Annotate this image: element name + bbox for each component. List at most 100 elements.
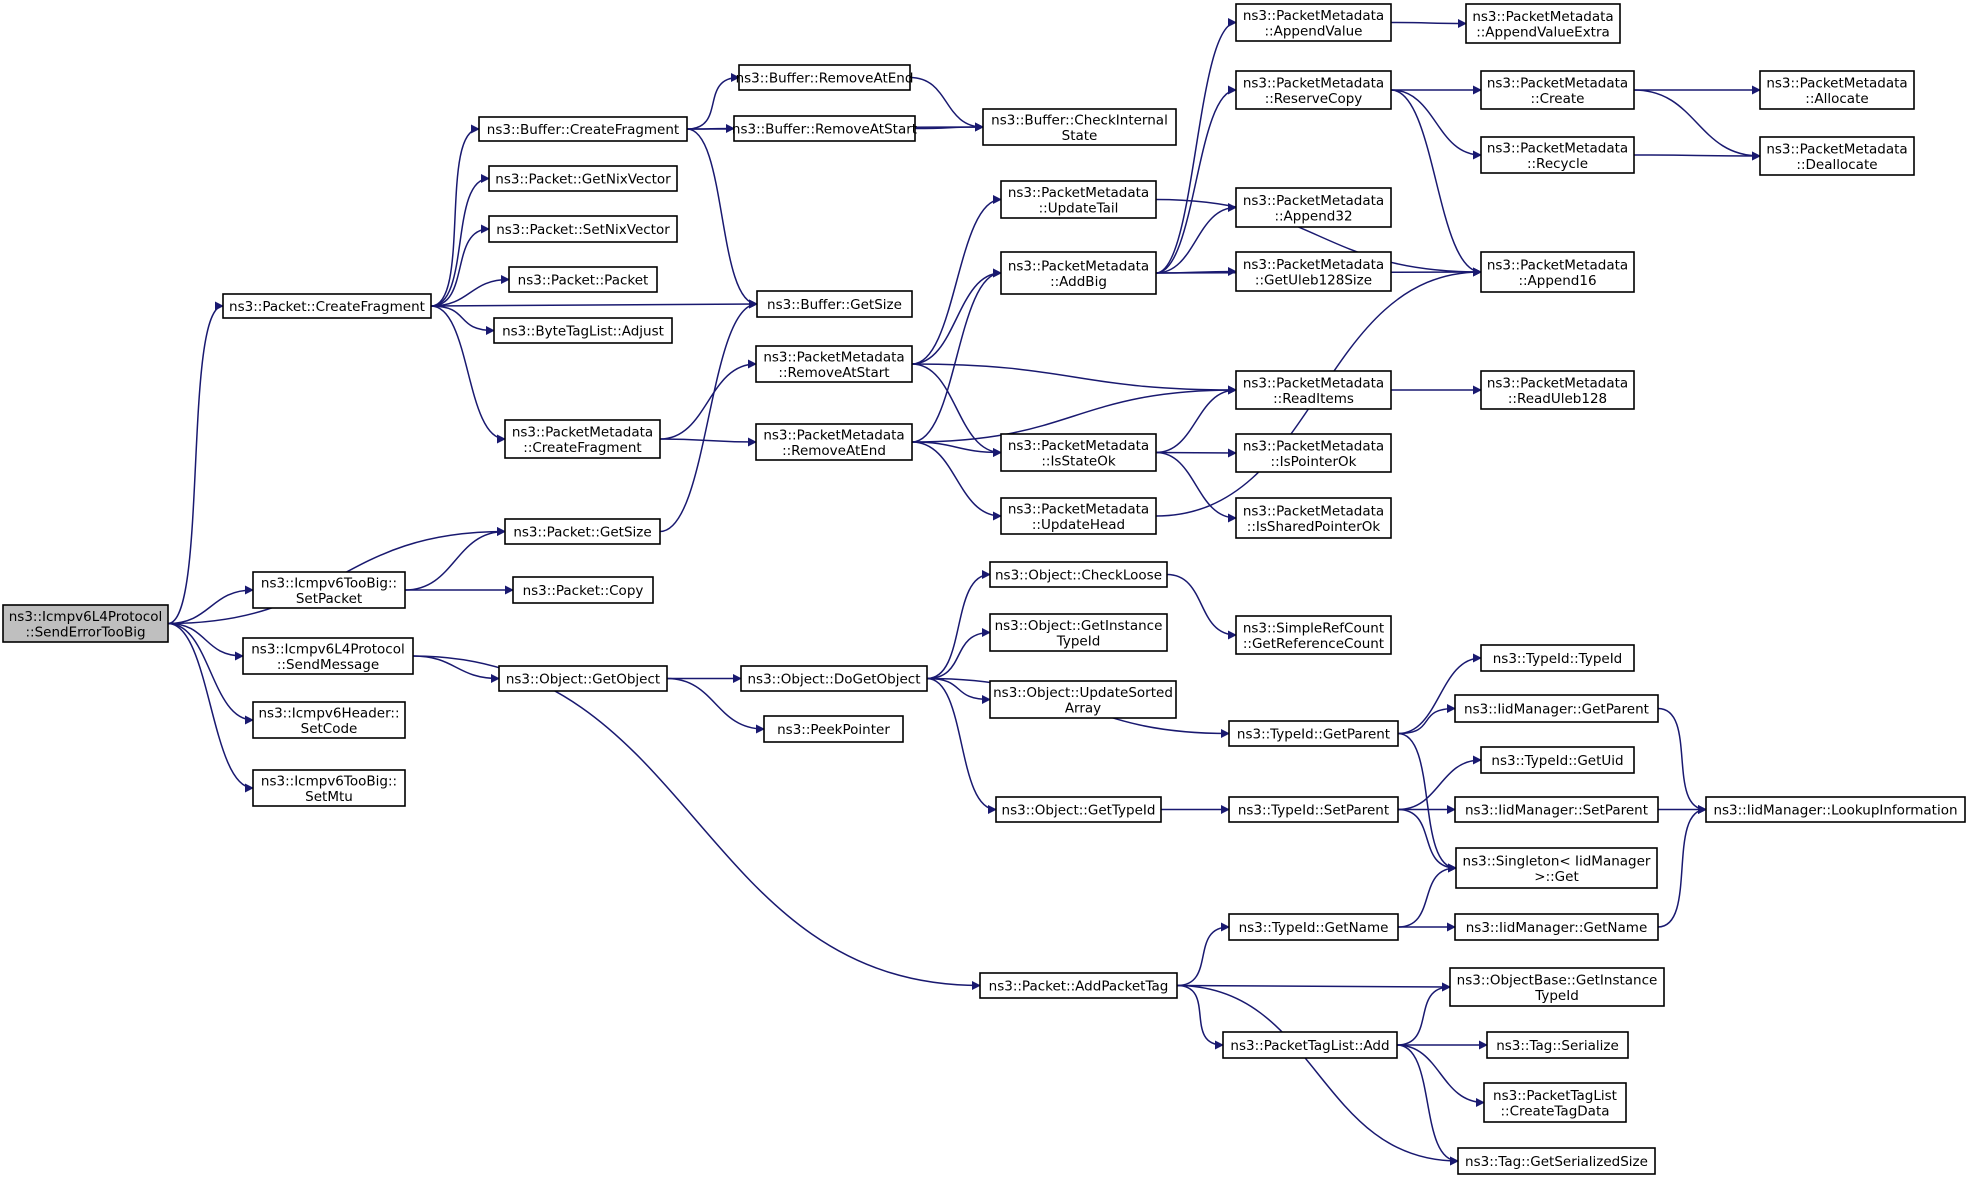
node-buf_createfrag[interactable]: ns3::Buffer::CreateFragment (478, 116, 688, 142)
node-box[interactable] (252, 571, 406, 609)
node-box[interactable] (1480, 70, 1635, 110)
node-box[interactable] (493, 317, 673, 344)
node-box[interactable] (1483, 1082, 1627, 1123)
node-iid_getparent[interactable]: ns3::IidManager::GetParent (1454, 694, 1659, 723)
node-box[interactable] (995, 796, 1162, 823)
node-box[interactable] (504, 419, 661, 459)
node-box[interactable] (1235, 3, 1392, 42)
node-obj_dogetobject[interactable]: ns3::Object::DoGetObject (740, 665, 928, 692)
node-box[interactable] (498, 665, 668, 692)
node-buf_removeatstart[interactable]: ns3::Buffer::RemoveAtStart (732, 115, 917, 142)
node-box[interactable] (989, 613, 1168, 652)
node-pm_issharedpointerok[interactable]: ns3::PacketMetadata::IsSharedPointerOk (1235, 497, 1392, 539)
node-box[interactable] (1759, 70, 1915, 110)
node-pkt_getsize[interactable]: ns3::Packet::GetSize (504, 518, 661, 545)
node-iid_lookupinfo[interactable]: ns3::IidManager::LookupInformation (1705, 796, 1966, 823)
node-pm_readitems[interactable]: ns3::PacketMetadata::ReadItems (1235, 370, 1392, 410)
node-box[interactable] (1457, 1147, 1656, 1175)
node-box[interactable] (740, 665, 928, 692)
node-ptl_createtagdata[interactable]: ns3::PacketTagList::CreateTagData (1483, 1082, 1627, 1123)
node-pkt_packet[interactable]: ns3::Packet::Packet (508, 266, 658, 293)
node-pm_recycle[interactable]: ns3::PacketMetadata::Recycle (1480, 136, 1635, 174)
node-box[interactable] (1759, 136, 1915, 176)
node-buf_removeatend[interactable]: ns3::Buffer::RemoveAtEnd (736, 64, 914, 91)
node-pkt_addpackettag[interactable]: ns3::Packet::AddPacketTag (979, 972, 1178, 999)
node-box[interactable] (1454, 796, 1659, 823)
node-box[interactable] (252, 701, 406, 739)
node-pm_readuleb128[interactable]: ns3::PacketMetadata::ReadUleb128 (1480, 370, 1635, 410)
node-src_getrefcount[interactable]: ns3::SimpleRefCount::GetReferenceCount (1235, 615, 1392, 655)
node-pm_isstateok[interactable]: ns3::PacketMetadata::IsStateOk (1000, 433, 1157, 472)
node-box[interactable] (989, 561, 1168, 588)
node-pm_updatehead[interactable]: ns3::PacketMetadata::UpdateHead (1000, 497, 1157, 535)
node-pm_ispointerok[interactable]: ns3::PacketMetadata::IsPointerOk (1235, 433, 1392, 473)
node-box[interactable] (504, 518, 661, 545)
node-box[interactable] (1222, 1031, 1398, 1059)
node-btl_adjust[interactable]: ns3::ByteTagList::Adjust (493, 317, 673, 344)
node-pm_appendvalue[interactable]: ns3::PacketMetadata::AppendValue (1235, 3, 1392, 42)
node-root[interactable]: ns3::Icmpv6L4Protocol::SendErrorTooBig (2, 604, 169, 643)
node-pm_removeatstart[interactable]: ns3::PacketMetadata::RemoveAtStart (755, 345, 913, 383)
node-box[interactable] (1449, 967, 1665, 1007)
node-box[interactable] (1228, 913, 1399, 941)
node-box[interactable] (1480, 644, 1635, 672)
node-box[interactable] (1455, 847, 1658, 889)
node-box[interactable] (1000, 497, 1157, 535)
node-hdr_setcode[interactable]: ns3::Icmpv6Header::SetCode (252, 701, 406, 739)
node-box[interactable] (512, 576, 654, 604)
node-box[interactable] (1235, 433, 1392, 473)
node-pm_addbig[interactable]: ns3::PacketMetadata::AddBig (1000, 251, 1157, 295)
node-pm_append16[interactable]: ns3::PacketMetadata::Append16 (1480, 251, 1635, 293)
node-box[interactable] (478, 116, 688, 142)
node-pm_create[interactable]: ns3::PacketMetadata::Create (1480, 70, 1635, 110)
node-pm_deallocate[interactable]: ns3::PacketMetadata::Deallocate (1759, 136, 1915, 176)
node-box[interactable] (979, 972, 1178, 999)
node-tid_setparent[interactable]: ns3::TypeId::SetParent (1228, 796, 1399, 823)
node-ptl_add[interactable]: ns3::PacketTagList::Add (1222, 1031, 1398, 1059)
node-box[interactable] (1235, 497, 1392, 539)
node-tid_getparent[interactable]: ns3::TypeId::GetParent (1228, 720, 1399, 747)
node-box[interactable] (982, 108, 1177, 146)
node-box[interactable] (733, 115, 916, 142)
node-box[interactable] (488, 215, 678, 243)
node-pm_createfrag[interactable]: ns3::PacketMetadata::CreateFragment (504, 419, 661, 459)
node-box[interactable] (1454, 694, 1659, 723)
node-toobig_setpacket[interactable]: ns3::Icmpv6TooBig::SetPacket (252, 571, 406, 609)
node-box[interactable] (1480, 136, 1635, 174)
node-pm_append32[interactable]: ns3::PacketMetadata::Append32 (1235, 187, 1392, 228)
node-pm_removeatend[interactable]: ns3::PacketMetadata::RemoveAtEnd (755, 423, 913, 461)
node-box[interactable] (756, 290, 913, 318)
node-box[interactable] (1235, 251, 1392, 292)
node-box[interactable] (222, 293, 432, 319)
node-box[interactable] (1228, 720, 1399, 747)
node-box[interactable] (755, 345, 913, 383)
node-box[interactable] (1000, 433, 1157, 472)
node-box[interactable] (1705, 796, 1966, 823)
node-l4_sendmessage[interactable]: ns3::Icmpv6L4Protocol::SendMessage (242, 637, 414, 675)
node-tid_getname[interactable]: ns3::TypeId::GetName (1228, 913, 1399, 941)
node-obj_checkloose[interactable]: ns3::Object::CheckLoose (989, 561, 1168, 588)
node-tid_getuid[interactable]: ns3::TypeId::GetUid (1480, 746, 1635, 774)
node-buf_getsize[interactable]: ns3::Buffer::GetSize (756, 290, 913, 318)
node-box[interactable] (1480, 370, 1635, 410)
node-tid_typeid[interactable]: ns3::TypeId::TypeId (1480, 644, 1635, 672)
node-pkt_setnix[interactable]: ns3::Packet::SetNixVector (488, 215, 678, 243)
node-box[interactable] (1235, 370, 1392, 410)
node-box[interactable] (508, 266, 658, 293)
node-toobig_setmtu[interactable]: ns3::Icmpv6TooBig::SetMtu (252, 769, 406, 807)
node-pm_getuleb128size[interactable]: ns3::PacketMetadata::GetUleb128Size (1235, 251, 1392, 292)
node-singleton_get[interactable]: ns3::Singleton< IidManager >::Get (1455, 847, 1658, 889)
node-peekpointer[interactable]: ns3::PeekPointer (763, 715, 904, 743)
node-pkt_getnix[interactable]: ns3::Packet::GetNixVector (488, 165, 678, 192)
node-box[interactable] (738, 64, 911, 91)
node-iid_setparent[interactable]: ns3::IidManager::SetParent (1454, 796, 1659, 823)
node-box[interactable] (2, 604, 169, 643)
node-pm_reservecopy[interactable]: ns3::PacketMetadata::ReserveCopy (1235, 70, 1392, 110)
node-pm_updatetail[interactable]: ns3::PacketMetadata::UpdateTail (1000, 180, 1157, 219)
node-box[interactable] (1235, 187, 1392, 228)
node-box[interactable] (755, 423, 913, 461)
node-box[interactable] (1486, 1031, 1629, 1059)
node-box[interactable] (1480, 746, 1635, 774)
